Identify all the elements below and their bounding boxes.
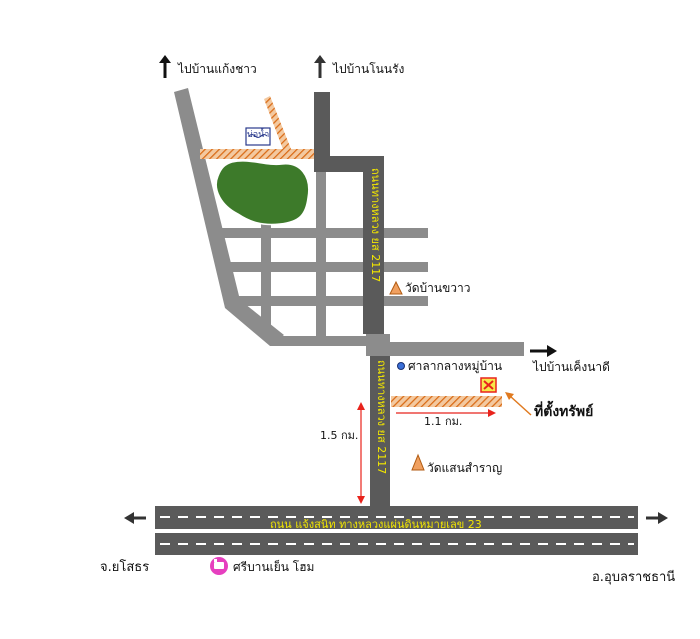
main-road-label: ถนน แจ้งสนิท ทางหลวงแผ่นดินหมายเลข 23: [270, 518, 482, 531]
arrow-left-icon: [124, 512, 146, 524]
road-to-keng-na-di: [366, 342, 524, 356]
x-box-icon: [480, 377, 497, 393]
to-non-rang-label: ไปบ้านโนนรัง: [333, 62, 405, 76]
highway-2117-upper-label: ถนนทางหลวง ยส 2117: [369, 168, 382, 283]
distance-arrow-1-5km: [357, 402, 365, 504]
main-road: [155, 506, 638, 555]
arrow-right-icon: [530, 345, 557, 357]
to-ubon-label: อ.อุบลราชธานี: [592, 570, 676, 585]
to-keng-na-di-label: ไปบ้านเค็งนาดี: [533, 360, 610, 374]
vertical-village-road-1: [261, 170, 271, 336]
village-hall-marker: [397, 362, 405, 370]
to-yasothon-label: จ.ยโสธร: [100, 560, 150, 575]
hotel-label: ศรีบานเย็น โฮม: [233, 560, 315, 574]
triangle-icon: [389, 280, 403, 295]
arrow-up-icon: [314, 55, 326, 78]
distance-1-1km-label: 1.1 กม.: [424, 415, 463, 428]
to-kaeng-chao-label: ไปบ้านแก้งชาว: [178, 62, 257, 76]
bottom-village-road: [270, 336, 390, 346]
village-roads: [174, 88, 524, 356]
pond-icon: [245, 127, 271, 146]
highway-junction: [366, 334, 390, 356]
distance-arrow-1-1km: [396, 409, 496, 417]
triangle-icon: [411, 453, 425, 471]
wat-ban-khwao-label: วัดบ้านขวาว: [405, 281, 471, 295]
highway-2117-lower-label: ถนนทางหลวง ยส 2117: [375, 360, 388, 475]
vertical-village-road-2: [316, 170, 326, 336]
horizontal-road-3: [225, 296, 428, 306]
hatched-strip-north: [200, 149, 314, 159]
highway-north-segment: [314, 92, 330, 172]
hatched-diagonal-strip: [264, 96, 291, 152]
pond-label: บ่อน้ำ: [247, 130, 270, 140]
property-pointer-arrow: [505, 392, 532, 416]
arrow-up-icon: [159, 55, 171, 78]
forest-area: [215, 160, 310, 226]
highway-upper-segment: [363, 156, 384, 334]
village-hall-label: ศาลากลางหมู่บ้าน: [408, 359, 503, 373]
hatched-strip-property: [391, 396, 502, 407]
wat-saen-samran-label: วัดแสนสำราญ: [427, 461, 503, 475]
arrow-right-icon: [646, 512, 668, 524]
property-location-label: ที่ตั้งทรัพย์: [534, 404, 594, 420]
highway-2117: [314, 92, 390, 506]
distance-1-5km-label: 1.5 กม.: [320, 429, 359, 442]
highway-lower-segment: [370, 356, 390, 506]
hotel-icon: [210, 557, 228, 575]
